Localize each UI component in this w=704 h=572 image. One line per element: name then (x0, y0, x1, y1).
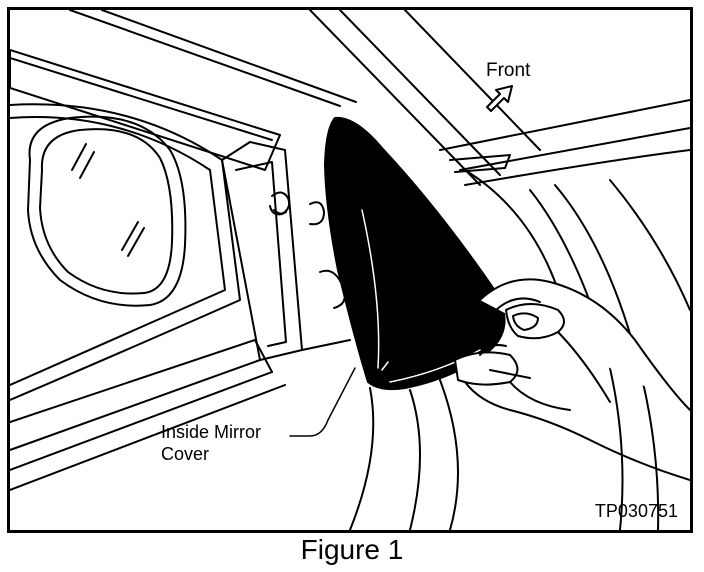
illustration-frame: Front Inside Mirror Cover TP030751 (7, 7, 693, 533)
part-label: Inside Mirror Cover (161, 421, 261, 465)
roof-header (69, 10, 690, 186)
front-direction-label: Front (486, 60, 531, 81)
hand (454, 278, 690, 481)
door-frame (10, 103, 351, 491)
figure-code: TP030751 (594, 501, 678, 521)
front-arrow-icon (486, 85, 513, 112)
part-label-line2: Cover (161, 444, 210, 464)
figure-caption: Figure 1 (300, 534, 404, 565)
part-leader-line (289, 367, 356, 437)
side-mirror (27, 115, 187, 307)
mirror-cover-drawing (10, 10, 690, 530)
part-label-line1: Inside Mirror (161, 422, 262, 442)
sun-visor (10, 49, 281, 171)
inside-mirror-cover (324, 116, 506, 391)
